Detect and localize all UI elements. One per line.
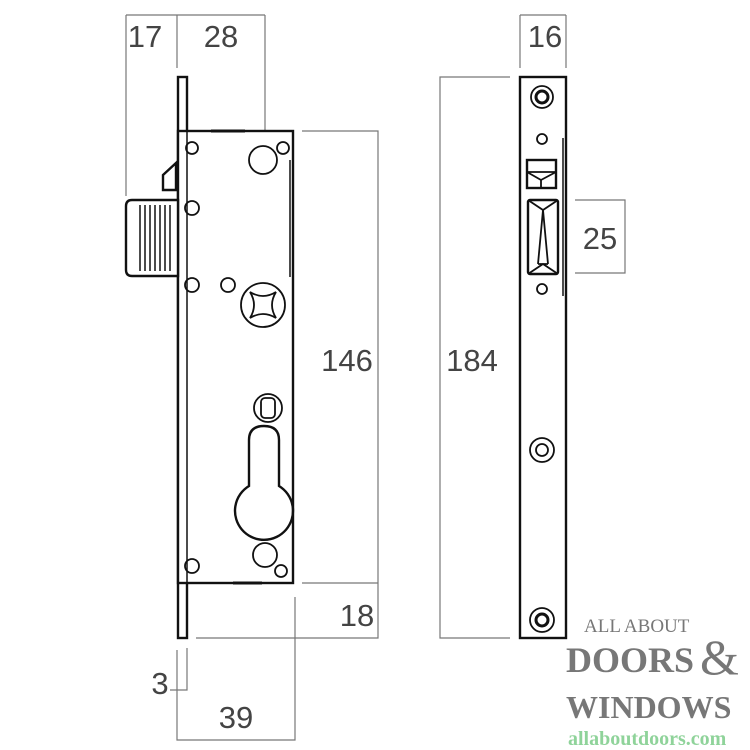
dim-3: 3 xyxy=(151,666,168,701)
catch xyxy=(161,160,178,192)
dim-28: 28 xyxy=(204,19,238,54)
dim-184: 184 xyxy=(446,343,498,378)
dimension-lines-side xyxy=(125,14,379,741)
logo-line1: ALL ABOUT xyxy=(584,616,690,637)
dimension-lines-front xyxy=(439,14,626,639)
dim-25: 25 xyxy=(583,221,617,256)
cylinder-keyhole xyxy=(233,424,295,542)
dim-17: 17 xyxy=(128,19,162,54)
lock-side-view xyxy=(124,75,295,640)
logo-url: allaboutdoors.com xyxy=(568,728,727,750)
dim-146: 146 xyxy=(321,343,373,378)
dim-16: 16 xyxy=(528,19,562,54)
lock-front-view xyxy=(518,75,568,640)
dim-18: 18 xyxy=(340,598,374,633)
brand-logo: ALL ABOUT DOORS & WINDOWS allaboutdoors.… xyxy=(566,616,739,750)
spindle-hole xyxy=(240,282,286,328)
logo-line3: WINDOWS xyxy=(566,689,731,725)
dim-39: 39 xyxy=(219,700,253,735)
deadbolt xyxy=(526,198,560,276)
logo-line2: DOORS xyxy=(566,640,694,680)
spindle-square xyxy=(249,291,277,319)
logo-ampersand: & xyxy=(700,629,739,685)
